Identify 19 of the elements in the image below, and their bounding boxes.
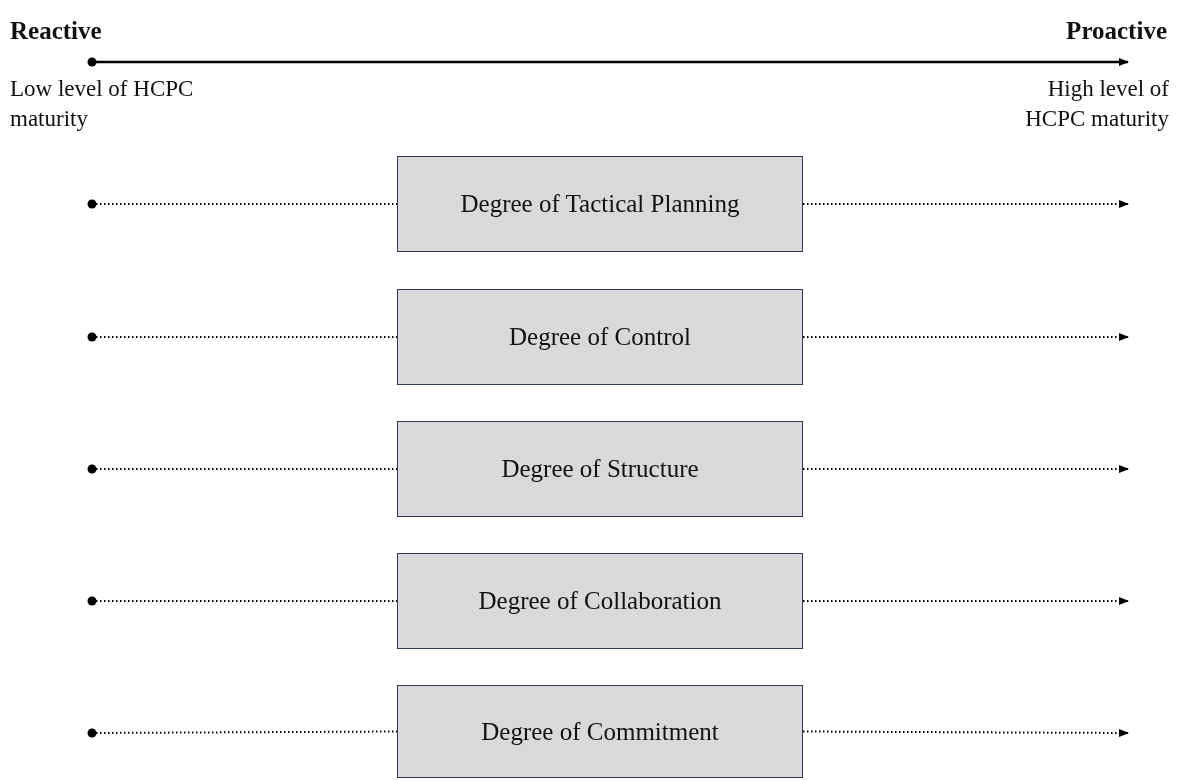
dimension-box xyxy=(397,156,803,252)
box-label: Degree of Control xyxy=(509,323,691,351)
dotted-arrow xyxy=(802,200,1129,208)
dimension-box xyxy=(397,685,803,778)
box-label: Degree of Collaboration xyxy=(478,587,722,615)
dotted-arrow xyxy=(802,597,1129,605)
dotted-arrow xyxy=(802,465,1129,473)
dotted-arrow xyxy=(802,728,1129,737)
box-label: Degree of Tactical Planning xyxy=(460,190,740,218)
box-label: Degree of Commitment xyxy=(481,717,719,746)
scale-end-label: Proactive xyxy=(1066,16,1167,46)
maturity-note: Low level of HCPC maturity xyxy=(10,75,195,133)
maturity-note: High level of HCPC maturity xyxy=(1024,75,1169,133)
dimension-box xyxy=(397,553,803,649)
scale-end-label: Reactive xyxy=(10,16,102,46)
dimension-box xyxy=(397,289,803,385)
dimension-box xyxy=(397,421,803,517)
box-label: Degree of Structure xyxy=(501,455,699,483)
dotted-arrow xyxy=(802,333,1129,341)
